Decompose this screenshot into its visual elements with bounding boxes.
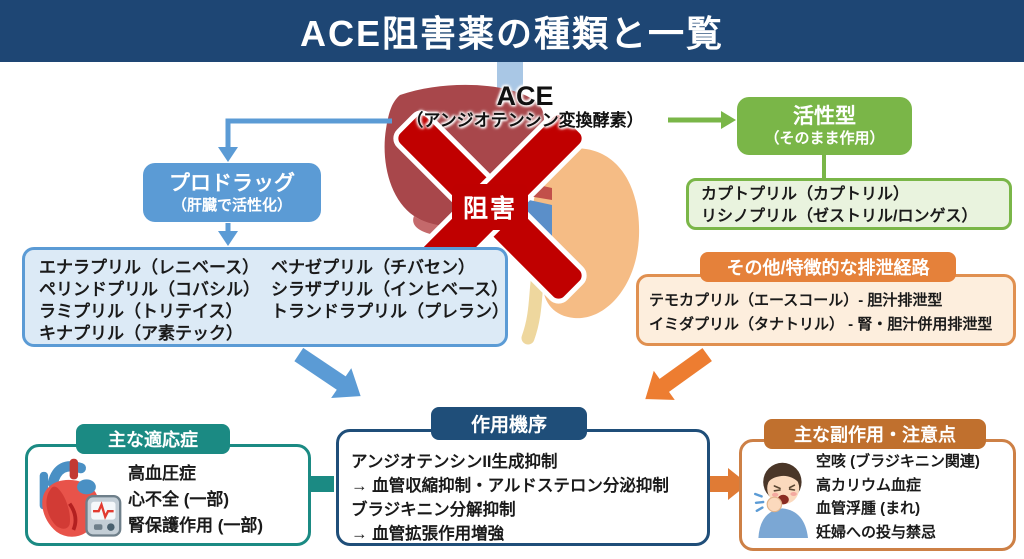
mechanism-line: ブラジキニン分解抑制 xyxy=(351,501,516,519)
drug-item: シラザプリル（インヒベース） xyxy=(271,280,509,299)
drug-item: ベナゼプリル（チバセン） xyxy=(271,258,475,277)
prodrug-drug-list: エナラプリル（レニベース） ペリンドプリル（コバシル） ラミプリル（トリテイス）… xyxy=(22,247,509,347)
heart-monitor-icon xyxy=(39,458,122,537)
indication-item: 腎保護作用 (一部) xyxy=(128,516,264,535)
coughing-person-icon xyxy=(754,462,808,538)
side-effects-title: 主な副作用・注意点 xyxy=(794,425,956,445)
ace-label: ACE （アンジオテンシン変換酵素） xyxy=(360,82,690,132)
drug-item: キナプリル（ア素テック） xyxy=(39,324,243,343)
prodrug-drug-column-1: エナラプリル（レニベース） ペリンドプリル（コバシル） ラミプリル（トリテイス）… xyxy=(39,257,260,345)
drug-item: トランドラプリル（プレラン） xyxy=(271,302,509,321)
active-drug-list: カプトプリル（カプトリル） リシノプリル（ゼストリル/ロンゲス） xyxy=(686,178,1012,230)
side-effects-tab: 主な副作用・注意点 xyxy=(764,419,986,449)
mechanism-line: アンジオテンシンII生成抑制 xyxy=(351,453,558,471)
mechanism-tab: 作用機序 xyxy=(431,407,587,440)
inhibit-badge: 阻害 xyxy=(452,184,528,230)
excretion-title: その他/特徴的な排泄経路 xyxy=(726,258,930,278)
drug-item: リシノプリル（ゼストリル/ロンゲス） xyxy=(701,208,978,225)
indications-box: 高血圧症 心不全 (一部) 腎保護作用 (一部) xyxy=(25,444,311,546)
side-effect-item: 血管浮腫 (まれ) xyxy=(816,500,921,517)
indications-tab: 主な適応症 xyxy=(76,424,230,454)
inhibit-badge-label: 阻害 xyxy=(462,195,517,223)
active-type-subtitle: （そのまま作用） xyxy=(764,130,885,147)
indication-item: 心不全 (一部) xyxy=(128,490,230,509)
side-effect-item: 妊婦への投与禁忌 xyxy=(816,523,937,541)
side-effects-box: 空咳 (ブラジキニン関連) 高カリウム血症 血管浮腫 (まれ) 妊婦への投与禁忌 xyxy=(739,439,1016,551)
ace-abbr: ACE xyxy=(496,81,554,111)
prodrug-title: プロドラッグ xyxy=(169,171,295,195)
excretion-tab: その他/特徴的な排泄経路 xyxy=(700,252,956,282)
indication-item: 高血圧症 xyxy=(128,464,196,483)
side-effect-item: 空咳 (ブラジキニン関連) xyxy=(816,453,980,470)
mechanism-title: 作用機序 xyxy=(470,415,547,436)
indications-title: 主な適応症 xyxy=(108,430,198,450)
drug-item: ラミプリル（トリテイス） xyxy=(39,302,243,321)
indications-list: 高血圧症 心不全 (一部) 腎保護作用 (一部) xyxy=(128,461,263,539)
drug-item: エナラプリル（レニベース） xyxy=(39,258,260,277)
drug-item: テモカプリル（エースコール）- 胆汁排泄型 xyxy=(649,292,943,309)
prodrug-subtitle: （肝臓で活性化） xyxy=(171,196,292,214)
header-bar: ACE阻害薬の種類と一覧 xyxy=(0,0,1024,62)
prodrug-box: プロドラッグ （肝臓で活性化） xyxy=(143,163,321,222)
drug-item: カプトプリル（カプトリル） xyxy=(701,186,910,203)
mechanism-line: → 血管拡張作用増強 xyxy=(351,525,505,543)
side-effect-item: 高カリウム血症 xyxy=(816,476,922,494)
mechanism-box: アンジオテンシンII生成抑制 → 血管収縮抑制・アルドステロン分泌抑制 ブラジキ… xyxy=(336,429,710,546)
mechanism-line: → 血管収縮抑制・アルドステロン分泌抑制 xyxy=(351,477,669,495)
active-type-title: 活性型 xyxy=(793,105,856,128)
active-type-box: 活性型 （そのまま作用） xyxy=(737,97,912,155)
side-effects-list: 空咳 (ブラジキニン関連) 高カリウム血症 血管浮腫 (まれ) 妊婦への投与禁忌 xyxy=(816,450,980,544)
excretion-drug-list: テモカプリル（エースコール）- 胆汁排泄型 イミダプリル（タナトリル） - 腎・… xyxy=(636,274,1016,346)
drug-item: イミダプリル（タナトリル） - 腎・胆汁併用排泄型 xyxy=(649,316,993,333)
prodrug-drug-column-2: ベナゼプリル（チバセン） シラザプリル（インヒベース） トランドラプリル（プレラ… xyxy=(271,257,509,323)
ace-full-name: （アンジオテンシン変換酵素） xyxy=(406,111,644,130)
page-title: ACE阻害薬の種類と一覧 xyxy=(299,13,724,54)
drug-item: ペリンドプリル（コバシル） xyxy=(39,280,260,299)
